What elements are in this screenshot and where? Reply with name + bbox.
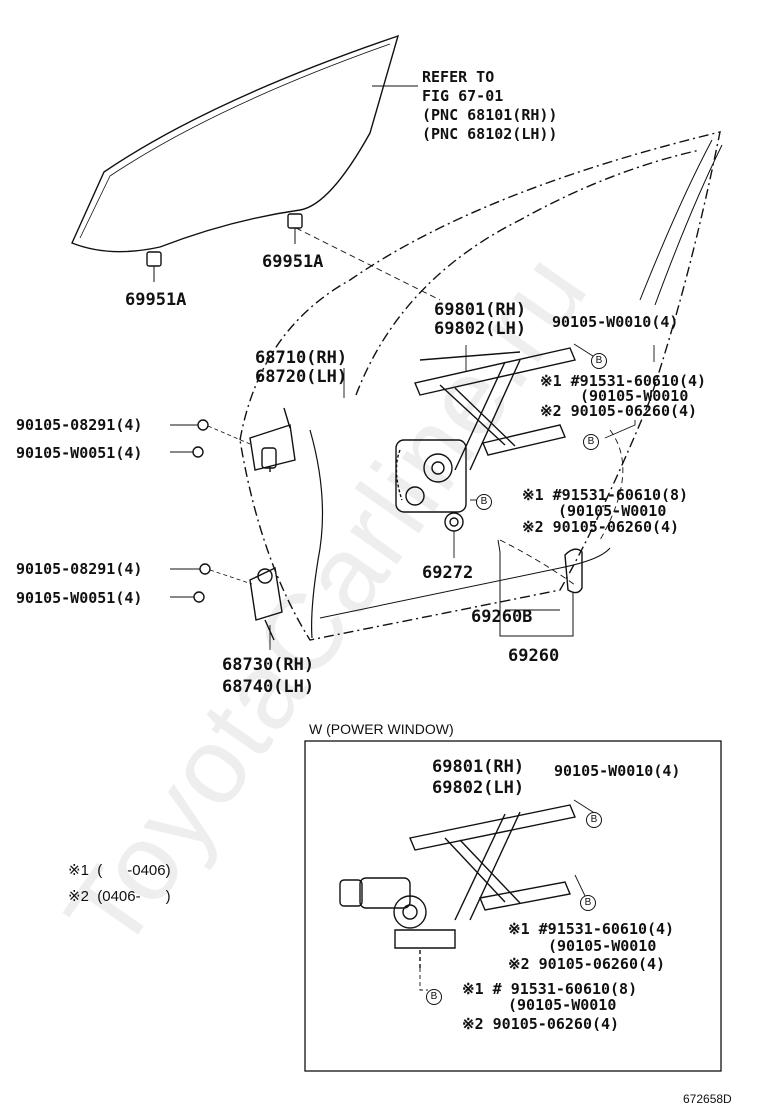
clip-right (287, 213, 303, 229)
note-a-line-2: (90105-W0010 (580, 387, 689, 405)
part-label-bolt-hinge-upper-1: 90105-08291(4) (16, 416, 143, 434)
refer-note-line-1: REFER TO (422, 68, 495, 86)
note-b-line-1: ※1 #91531-60610(8) (522, 486, 689, 504)
part-label-regulator-rh: 69801(RH) (434, 300, 527, 320)
power-window-box (304, 740, 722, 1072)
pw-label-bolt-top: 90105-W0010(4) (554, 762, 681, 780)
refer-note-line-2: FIG 67-01 (422, 87, 504, 105)
pw-note-b-line-1: ※1 # 91531-60610(8) (462, 980, 638, 998)
part-label-hinge-lower-rh: 68730(RH) (222, 655, 315, 675)
part-label-clip-left: 69951A (125, 290, 187, 310)
part-label-washer: 69272 (422, 563, 474, 583)
note-a-line-3: ※2 90105-06260(4) (540, 402, 698, 420)
window-regulator-manual (395, 347, 576, 513)
b-marker: B (476, 494, 492, 510)
part-label-clip-right: 69951A (262, 252, 324, 272)
pw-note-a-line-2: (90105-W0010 (548, 937, 657, 955)
part-label-hinge-upper-rh: 68710(RH) (255, 348, 348, 368)
part-label-bolt-hinge-lower-2: 90105-W0051(4) (16, 589, 143, 607)
part-label-regulator-lh: 69802(LH) (434, 319, 527, 339)
part-label-handle-sub: 69260B (471, 607, 533, 627)
figure-id: 672658D (683, 1092, 732, 1106)
power-window-title: W (POWER WINDOW) (309, 721, 454, 737)
hinge-upper (249, 407, 296, 472)
pw-note-b-line-3: ※2 90105-06260(4) (462, 1015, 620, 1033)
note-b-line-2: (90105-W0010 (558, 502, 667, 520)
pw-label-regulator-rh: 69801(RH) (432, 757, 525, 777)
door-outline (239, 131, 721, 641)
part-label-bolt-top: 90105-W0010(4) (552, 313, 679, 331)
note-b-line-3: ※2 90105-06260(4) (522, 518, 680, 536)
washer-69272 (444, 512, 464, 532)
hinge-lower (249, 566, 283, 641)
part-label-bolt-hinge-lower-1: 90105-08291(4) (16, 560, 143, 578)
note-a-line-1: ※1 #91531-60610(4) (540, 372, 707, 390)
b-marker: B (586, 812, 602, 828)
b-marker: B (583, 434, 599, 450)
clip-left (146, 251, 162, 267)
door-glass (71, 34, 400, 253)
refer-note-line-3: (PNC 68101(RH)) (422, 106, 558, 124)
b-marker: B (591, 353, 607, 369)
pw-note-b-line-2: (90105-W0010 (508, 996, 617, 1014)
part-label-hinge-lower-lh: 68740(LH) (222, 677, 315, 697)
window-handle (497, 539, 583, 637)
pw-note-a-line-1: ※1 #91531-60610(4) (508, 920, 675, 938)
legend-item-1: ※1 ( -0406) (68, 862, 171, 879)
b-marker: B (580, 895, 596, 911)
pw-note-a-line-3: ※2 90105-06260(4) (508, 955, 666, 973)
part-label-handle: 69260 (508, 646, 560, 666)
part-label-hinge-upper-lh: 68720(LH) (255, 367, 348, 387)
legend-item-2: ※2 (0406- ) (68, 888, 171, 905)
b-marker: B (426, 989, 442, 1005)
part-label-bolt-hinge-upper-2: 90105-W0051(4) (16, 444, 143, 462)
refer-note-line-4: (PNC 68102(LH)) (422, 125, 558, 143)
pw-label-regulator-lh: 69802(LH) (432, 778, 525, 798)
hinge-bolts (170, 419, 253, 603)
window-regulator-power (339, 804, 576, 968)
